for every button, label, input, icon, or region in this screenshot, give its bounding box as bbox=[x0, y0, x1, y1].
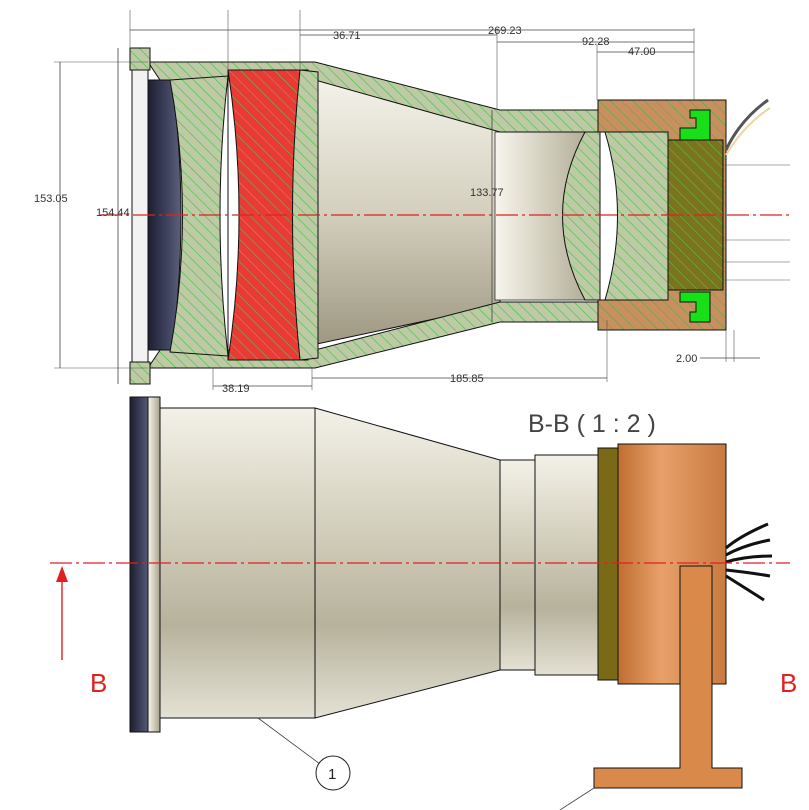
rear-lens-element bbox=[604, 131, 669, 301]
dim-bottom-right: 185.85 bbox=[450, 373, 484, 385]
camera-stand bbox=[593, 565, 743, 789]
dim-height-lens: 154.44 bbox=[96, 207, 130, 219]
front-cap bbox=[129, 396, 151, 733]
balloon-label: 1 bbox=[328, 766, 336, 783]
cable bbox=[724, 98, 769, 151]
dim-bottom-left: 38.19 bbox=[222, 383, 250, 395]
dim-right-small: 47.00 bbox=[628, 46, 656, 58]
front-flange-top bbox=[129, 47, 151, 71]
section-title: B-B ( 1 : 2 ) bbox=[528, 410, 656, 438]
camera-ring bbox=[597, 447, 619, 681]
clip-top bbox=[679, 109, 711, 141]
section-marker-right: B bbox=[780, 668, 797, 698]
front-flange bbox=[147, 396, 161, 733]
rear-lens-group bbox=[562, 131, 601, 301]
rear-tube bbox=[499, 459, 536, 671]
dim-overall: 269.23 bbox=[488, 25, 522, 37]
rear-tube-2 bbox=[534, 454, 599, 676]
dim-right-mid: 92.28 bbox=[582, 36, 610, 48]
balloon-leader bbox=[257, 717, 321, 765]
balloon-circle bbox=[315, 755, 351, 791]
dim-top-left: 36.71 bbox=[333, 30, 361, 42]
section-marker-left: B bbox=[90, 668, 107, 698]
dim-height-inner: 133.77 bbox=[470, 187, 504, 199]
wire-leads bbox=[725, 522, 773, 602]
front-flange-bottom bbox=[129, 361, 151, 385]
dimensions: 36.71 269.23 92.28 47.00 153.05 154.44 1… bbox=[34, 10, 760, 395]
dim-height-outer: 153.05 bbox=[34, 193, 68, 205]
section-view bbox=[100, 47, 790, 385]
stand-leader bbox=[559, 787, 595, 810]
exterior-view: B B B-B ( 1 : 2 ) 1 bbox=[50, 396, 797, 810]
clip-bottom bbox=[679, 291, 711, 323]
cable-highlight bbox=[725, 107, 771, 156]
dim-gap: 2.00 bbox=[676, 353, 697, 365]
front-ring bbox=[131, 69, 149, 363]
section-arrow-head bbox=[56, 566, 68, 582]
